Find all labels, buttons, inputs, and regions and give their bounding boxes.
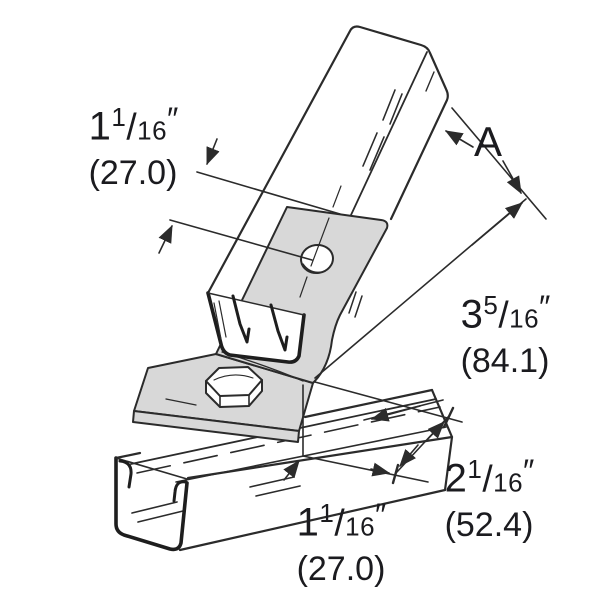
dim-label-top-left: 11/16″ (27.0)	[58, 99, 208, 194]
dim-lower-right-inches: 21/16″	[444, 453, 535, 501]
dim-label-bottom: 11/16″ (27.0)	[266, 495, 416, 590]
dimension-lines	[158, 107, 547, 485]
bracket-hole	[300, 243, 334, 275]
dim-bottom-metric: (27.0)	[296, 549, 386, 588]
upper-channel-open-end	[206, 291, 306, 364]
dim-lower-right-metric: (52.4)	[444, 505, 534, 544]
dim-top-left-lines	[158, 138, 341, 261]
dim-bottom-inches: 11/16″	[296, 497, 387, 545]
dim-upper-leg-lines	[314, 107, 547, 379]
dim-label-a: A	[474, 118, 503, 165]
hex-bolt	[205, 366, 263, 408]
dim-upper-leg-metric: (84.1)	[460, 341, 550, 380]
dim-a-leaders	[444, 130, 522, 195]
dim-top-left-inches: 11/16″	[88, 101, 179, 149]
dim-upper-leg-inches: 35/16″	[460, 289, 551, 337]
upper-strut-channel	[206, 25, 449, 314]
dim-label-upper-leg: 35/16″ (84.1)	[430, 287, 580, 382]
dim-top-left-metric: (27.0)	[88, 153, 178, 192]
dim-label-lower-right: 21/16″ (52.4)	[414, 451, 564, 546]
dim-bottom-lines	[283, 384, 429, 485]
dim-lower-right-lines	[314, 381, 463, 474]
